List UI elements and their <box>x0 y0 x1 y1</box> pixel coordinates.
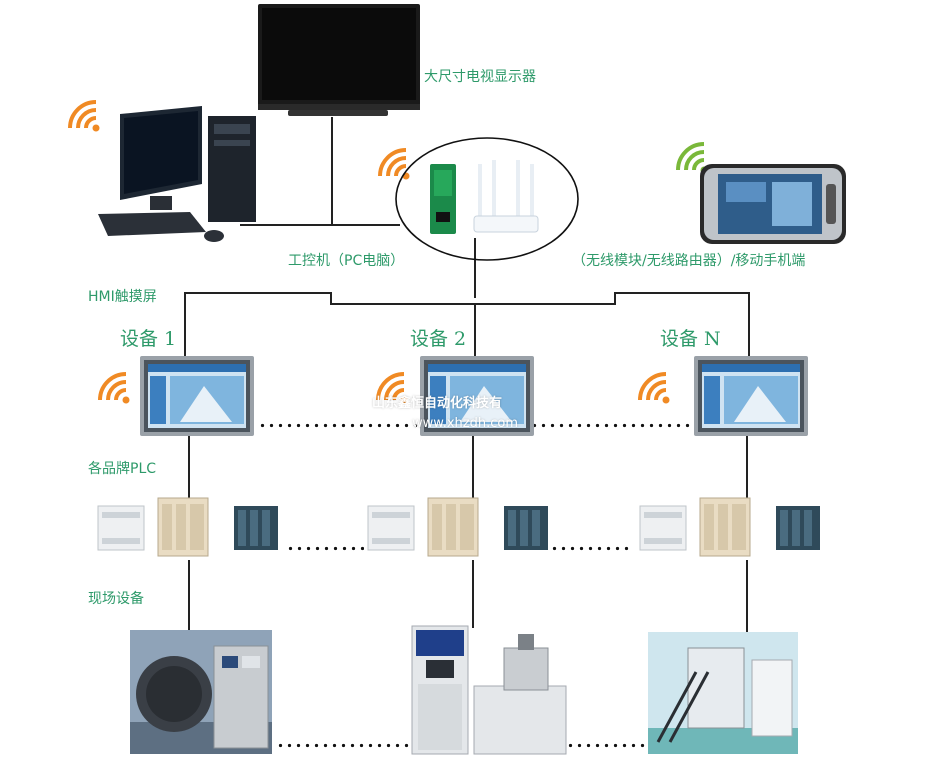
bus-drop-n <box>748 292 750 356</box>
tv-icon <box>258 4 420 116</box>
hmi-icon <box>420 356 534 436</box>
watermark-url: www.xhzdh.com <box>412 416 518 431</box>
router-group-outline <box>395 137 579 261</box>
furnace-icon <box>648 632 798 754</box>
hmi-icon <box>694 356 808 436</box>
wifi-icon <box>378 148 410 180</box>
bus-right-line <box>614 292 750 294</box>
hmi-plc-line-n <box>746 436 748 498</box>
hmi-plc-line-1 <box>188 436 190 498</box>
bus-step-right <box>614 292 616 304</box>
wifi-icon <box>376 372 408 404</box>
watermark-company: 山东鑫恒自动化科技有 <box>372 396 503 411</box>
plc-icon <box>97 497 278 557</box>
plc-icon <box>367 497 548 557</box>
bus-drop-2 <box>474 303 476 356</box>
furnace-icon <box>411 625 567 755</box>
tv-label: 大尺寸电视显示器 <box>424 69 536 85</box>
device-label-2: 设备 2 <box>410 328 467 350</box>
device-label-n: 设备 N <box>660 328 721 350</box>
hmi-label: HMI触摸屏 <box>88 289 157 305</box>
wifi-icon <box>98 372 130 404</box>
field-dots-right <box>566 743 646 748</box>
device-label-1: 设备 1 <box>120 328 177 350</box>
bus-left-line <box>184 292 332 294</box>
hmi-dots-right <box>530 423 692 428</box>
furnace-icon <box>130 630 272 754</box>
plc-field-line-n <box>746 560 748 632</box>
pc-label: 工控机（PC电脑） <box>288 253 405 269</box>
bus-step-left <box>330 292 332 304</box>
wifi-icon <box>68 100 100 132</box>
hmi-icon <box>140 356 254 436</box>
plc-icon <box>639 497 820 557</box>
hmi-plc-line-2 <box>472 436 474 498</box>
phone-icon <box>700 164 846 244</box>
plc-dots-right <box>550 546 632 551</box>
hmi-dots-left <box>258 423 420 428</box>
field-label: 现场设备 <box>88 591 144 607</box>
bus-drop-1 <box>184 292 186 356</box>
wifi-icon <box>638 372 670 404</box>
router-down-line <box>474 238 476 298</box>
bus-mid-line <box>330 303 616 305</box>
plc-field-line-1 <box>188 560 190 632</box>
plc-label: 各品牌PLC <box>88 461 157 477</box>
monitor-icon <box>98 106 256 242</box>
wireless-label: （无线模块/无线路由器）/移动手机端 <box>572 253 806 269</box>
plc-field-line-2 <box>472 560 474 628</box>
field-dots-left <box>276 743 412 748</box>
tv-stand-line <box>331 117 333 225</box>
router-icon <box>430 160 539 234</box>
plc-dots-left <box>286 546 364 551</box>
pc-link-line <box>240 224 400 226</box>
